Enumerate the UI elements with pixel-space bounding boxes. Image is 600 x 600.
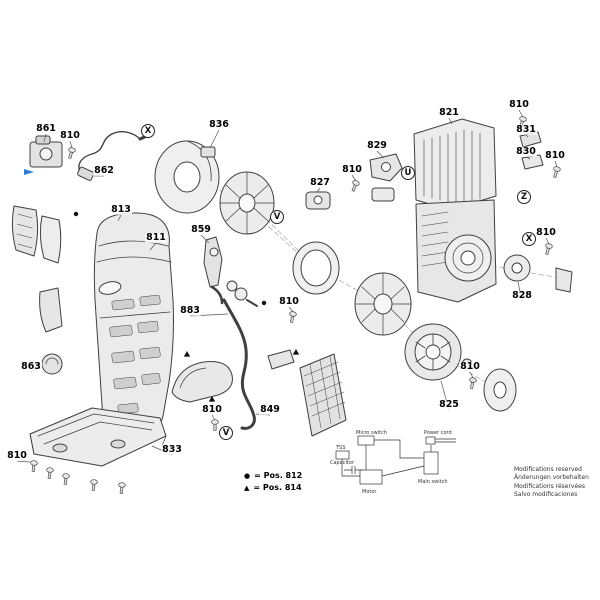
modifications-notice: Modifications reserved Änderungen vorbeh… (514, 466, 589, 500)
wheel-825 (404, 323, 462, 381)
wiring-connections (341, 439, 432, 477)
notice-line-4: Salvo modificaciones (514, 491, 578, 499)
spray-gun-859 (203, 236, 224, 305)
wheel-disc (483, 368, 517, 412)
wiring-label-motor: Motor (362, 489, 377, 495)
clip-831 (519, 131, 542, 148)
fan-impeller (354, 272, 412, 336)
wiring-label-power-cord: Power cord (424, 430, 452, 436)
tss-symbol (335, 450, 350, 460)
grille-panel (299, 353, 347, 437)
switch-module-861 (24, 135, 63, 175)
triangle-symbol: ▲ (244, 483, 250, 492)
brand-badge (98, 281, 122, 295)
wheel-cap-828 (503, 254, 531, 282)
hose-fittings (226, 280, 258, 307)
legend-row-812: ● = Pos. 812 (244, 470, 302, 482)
wiring-label-capacitor: Capacitor (330, 460, 355, 466)
hose-883 (222, 298, 256, 430)
vent-grille (109, 294, 161, 415)
wiring-label-tss: TSS (335, 445, 345, 451)
micro-switch-symbol (357, 435, 375, 446)
wiring-label-main-switch: Main switch (418, 479, 448, 485)
left-side-panels (11, 205, 63, 333)
notice-line-2: Änderungen vorbehalten (514, 474, 589, 482)
wiring-diagram: Micro switch Power cord TSS Capacitor Mo… (330, 430, 456, 495)
power-plug (77, 166, 95, 181)
support-foot-849 (171, 361, 233, 403)
hub-washer (461, 358, 473, 370)
power-cord-symbol (425, 436, 436, 445)
motor-symbol (359, 469, 383, 485)
small-bracket (267, 349, 295, 370)
wiring-label-micro-switch: Micro switch (356, 430, 387, 436)
base-tray-833 (29, 407, 167, 467)
rear-housing-821 (413, 118, 497, 303)
dot-symbol: ● (244, 471, 251, 480)
pos-legend: ● = Pos. 812 ▲ = Pos. 814 (244, 470, 302, 494)
notice-line-3: Modifications réservées (514, 482, 585, 490)
legend-row-814: ▲ = Pos. 814 (244, 482, 302, 494)
capacitor-symbol (344, 466, 363, 474)
bracket-827 (305, 191, 331, 210)
blue-pointer-icon (24, 169, 34, 175)
fan-wheel (219, 171, 275, 235)
main-switch-symbol (423, 451, 439, 475)
front-housing (93, 212, 174, 440)
knob-863 (41, 353, 63, 375)
small-plate (371, 187, 395, 202)
clip-830 (521, 154, 544, 170)
bracket-829 (369, 153, 403, 182)
legend-text-814: = Pos. 814 (253, 483, 302, 492)
seal-ring (292, 241, 340, 295)
notice-line-1: Modifications reserved (514, 466, 582, 473)
legend-text-812: = Pos. 812 (254, 471, 303, 480)
fan-cover-836 (154, 140, 220, 214)
corner-bracket (555, 267, 573, 293)
